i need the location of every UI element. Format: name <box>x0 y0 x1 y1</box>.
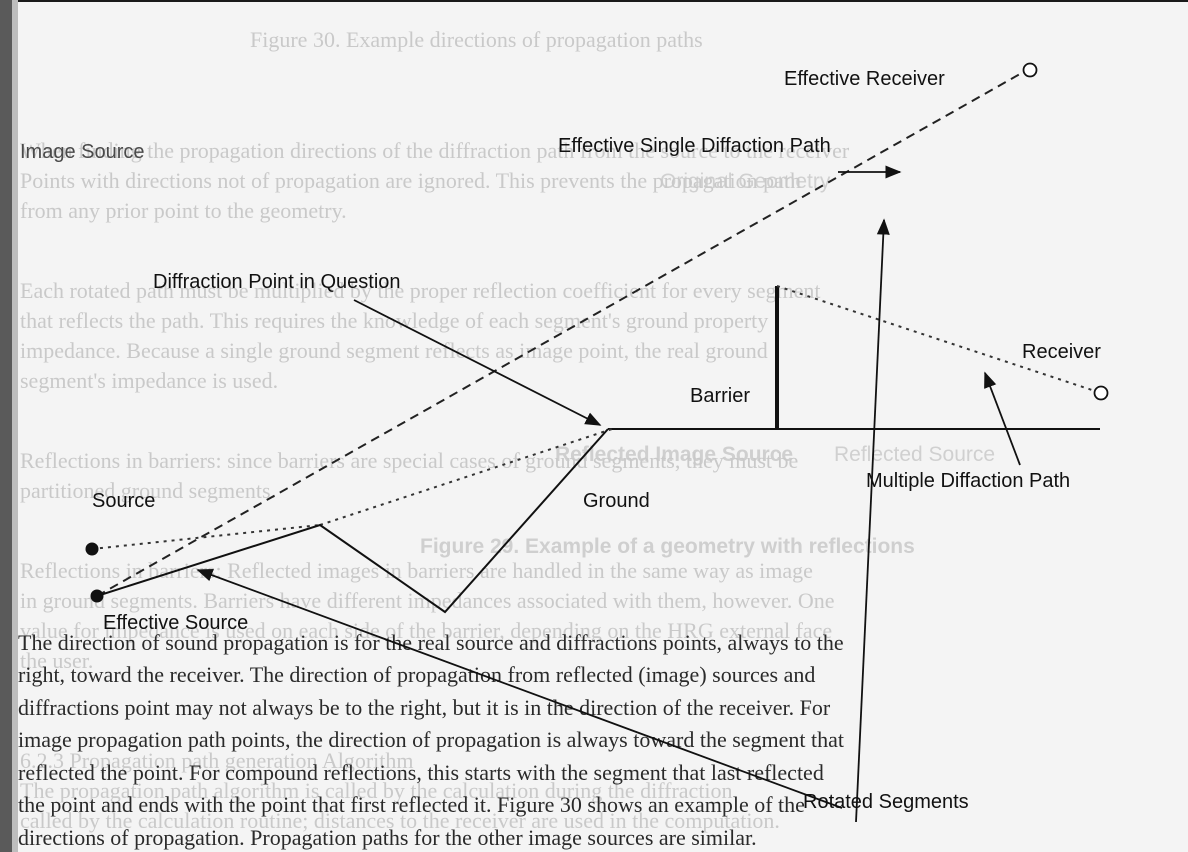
diffraction-point-arrow <box>353 299 602 426</box>
ghost-line: from any prior point to the geometry. <box>20 198 347 223</box>
source-label: Source <box>92 490 155 512</box>
ghost-line: Points with directions not of propagatio… <box>20 168 801 193</box>
bleed-line: the point and ends with the point that f… <box>18 792 805 817</box>
ghost-line: The propagation path algorithm is called… <box>20 778 733 803</box>
ghost-figure29: Figure 29. Example of a geometry with re… <box>420 535 915 558</box>
effective-path-line <box>96 69 1028 597</box>
bleed-line: image propagation path points, the direc… <box>18 727 844 752</box>
ghost-text-layer: Figure 30. Example directions of propaga… <box>20 27 995 833</box>
receiver-label: Receiver <box>1022 341 1101 363</box>
diffraction-point-label: Diffraction Point in Question <box>153 271 401 293</box>
ghost-line: impedance. Because a single ground segme… <box>20 338 768 363</box>
receiver-point <box>1093 385 1109 401</box>
source-path-segment <box>91 524 321 550</box>
bleed-line: right, toward the receiver. The directio… <box>18 662 815 687</box>
ghost-line: Each rotated path must be multiplied by … <box>20 278 820 303</box>
ghost-line: Reflections in barriers: Reflected image… <box>20 558 813 583</box>
rotated-segments-arrow <box>855 218 890 823</box>
ground-reflection-path <box>96 428 609 614</box>
ground-label: Ground <box>583 490 650 512</box>
effective-source-label: Effective Source <box>103 612 248 634</box>
effective-receiver-point <box>1022 62 1038 78</box>
ghost-reflected: Reflected Image Source <box>555 443 793 466</box>
ghost-figure-title: Figure 30. Example directions of propaga… <box>250 27 703 52</box>
bleed-line: diffractions point may not always be to … <box>18 695 831 720</box>
rotated-segments-label: Rotated Segments <box>803 791 969 813</box>
effective-single-diffraction-path-label: Effective Single Diffaction Path <box>558 135 831 157</box>
effective-source-point <box>90 589 104 603</box>
source-path-segment <box>319 428 613 526</box>
source-point <box>85 542 99 556</box>
multiple-diffraction-arrow <box>984 371 1021 466</box>
ghost-line: the user. <box>20 648 93 673</box>
effective-receiver-label: Effective Receiver <box>784 68 945 90</box>
ghost-line: segment's impedance is used. <box>20 368 278 393</box>
bleed-line: directions of propagation. Propagation p… <box>18 825 757 850</box>
bleed-text-layer: Image Source The direction of sound prop… <box>18 141 844 850</box>
ghost-line: When finding the propagation directions … <box>20 138 850 163</box>
rotated-segments-arrow <box>196 568 843 809</box>
ghost-line: value for impedance is used on each side… <box>20 618 832 643</box>
bleed-line: The direction of sound propagation is fo… <box>18 630 844 655</box>
bleed-line: reflected the point. For compound reflec… <box>18 760 824 785</box>
ghost-line: Reflections in barriers: since barriers … <box>20 448 798 473</box>
ghost-reflected-source: Reflected Source <box>834 443 995 466</box>
image-source-fragment: Image Source <box>20 141 145 163</box>
ghost-line: called by the calculation routine; dista… <box>20 808 780 833</box>
multiple-diffraction-path-label: Multiple Diffaction Path <box>866 470 1070 492</box>
scan-edge <box>0 0 12 852</box>
ghost-original-geometry: Original Geometry <box>660 170 831 193</box>
ghost-line: 6.2.3 Propagation path generation Algori… <box>20 748 414 773</box>
barrier-label: Barrier <box>690 385 750 407</box>
ghost-line: partitioned ground segments. <box>20 478 276 503</box>
scan-top-edge <box>18 0 1188 2</box>
scan-edge-shadow <box>12 0 18 852</box>
multiple-diffraction-path-line <box>776 285 1099 393</box>
